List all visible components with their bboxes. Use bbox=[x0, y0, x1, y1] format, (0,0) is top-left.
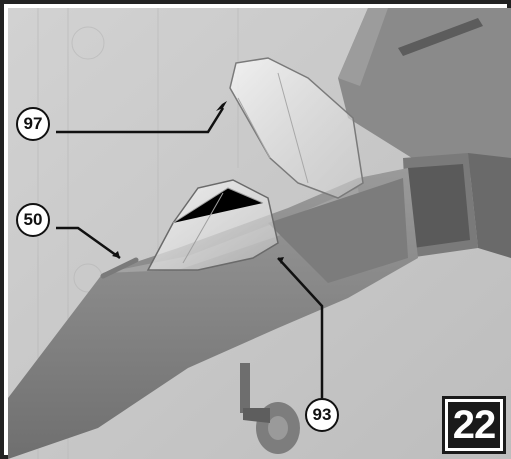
callout-97: 97 bbox=[16, 107, 50, 141]
leader-93 bbox=[277, 257, 324, 398]
callout-50: 50 bbox=[16, 203, 50, 237]
leader-50 bbox=[56, 226, 121, 260]
callout-93: 93 bbox=[305, 398, 339, 432]
wing-upper bbox=[338, 8, 511, 183]
step-number: 22 bbox=[442, 396, 506, 454]
canopy-rear bbox=[229, 57, 364, 199]
wing-edge bbox=[338, 8, 388, 86]
pitot-probe bbox=[100, 257, 139, 279]
model-photo bbox=[8, 8, 511, 459]
landing-gear bbox=[240, 363, 300, 454]
leader-97 bbox=[56, 107, 225, 134]
